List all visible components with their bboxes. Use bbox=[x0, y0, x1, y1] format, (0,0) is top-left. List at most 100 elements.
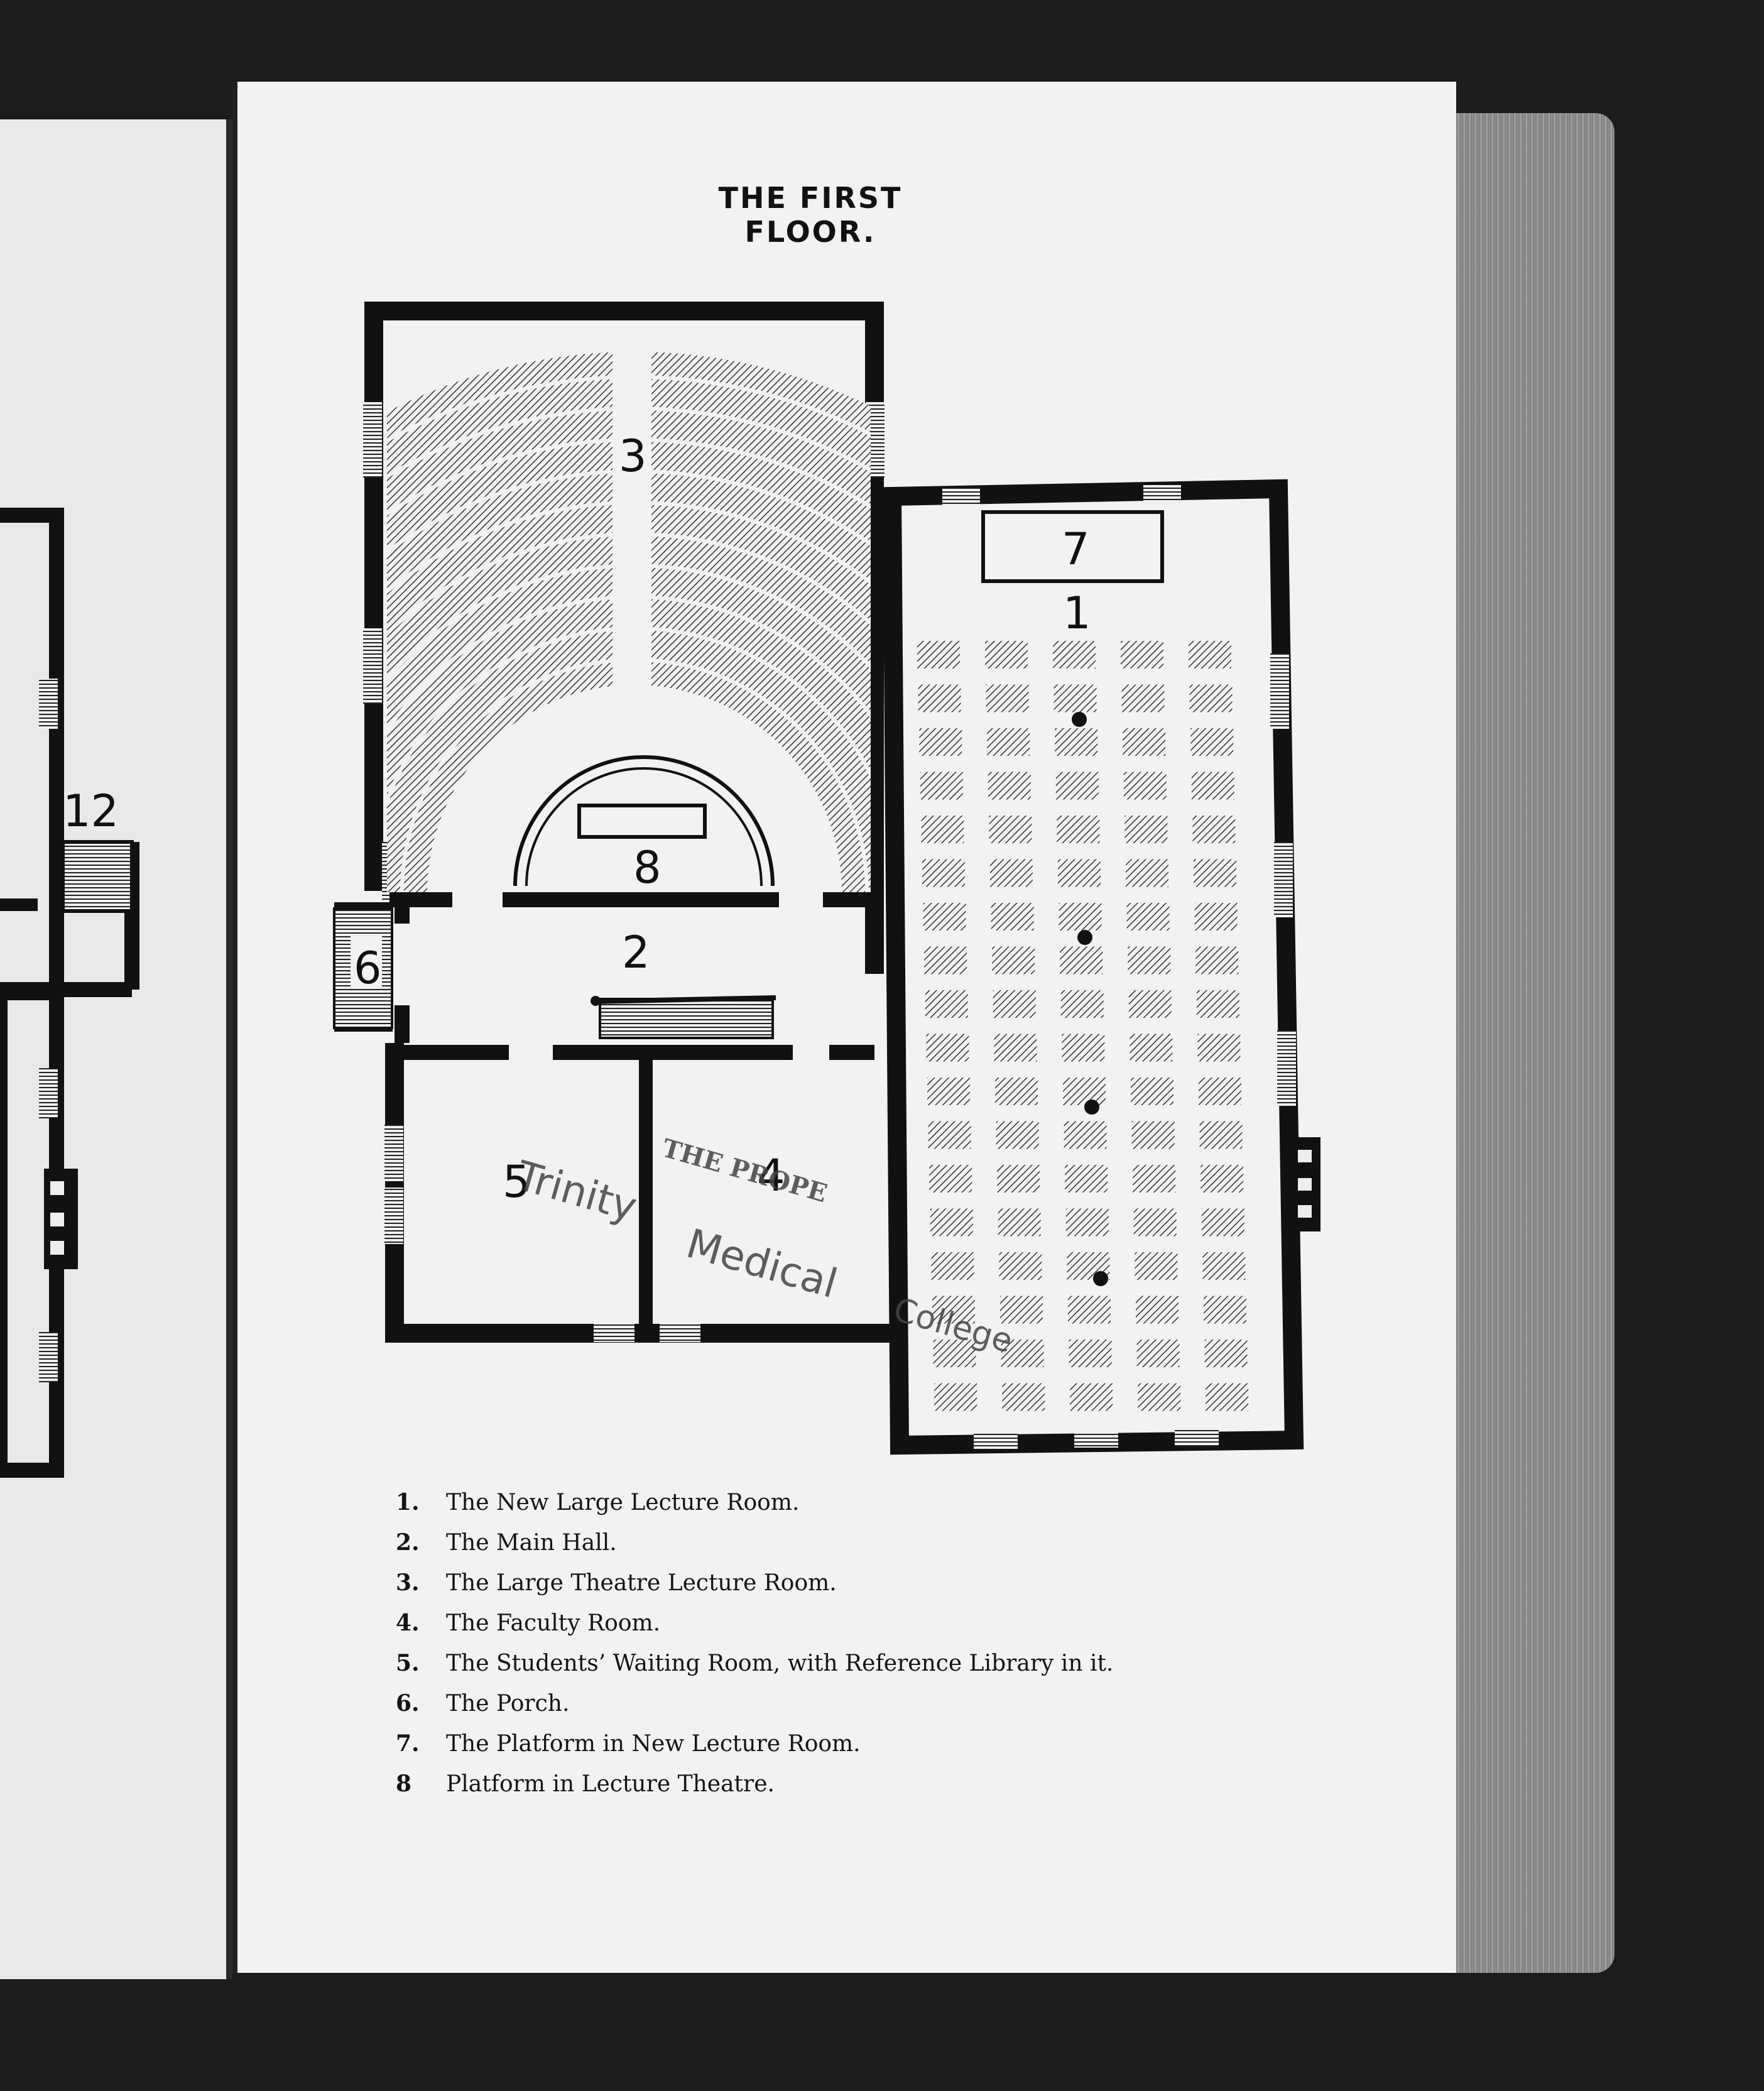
bench bbox=[1194, 903, 1238, 931]
bench bbox=[1069, 1340, 1112, 1367]
bench bbox=[1001, 1340, 1044, 1367]
bench bbox=[1060, 946, 1103, 975]
bench bbox=[920, 772, 963, 800]
bench bbox=[1138, 1383, 1181, 1411]
bench bbox=[1136, 1340, 1180, 1367]
bench bbox=[1126, 859, 1168, 887]
main-hall: 2 bbox=[389, 892, 874, 1060]
bench bbox=[1060, 990, 1104, 1018]
page-title: THE FIRST FLOOR. bbox=[718, 181, 903, 249]
legend-item: 1.The New Large Lecture Room. bbox=[396, 1489, 1401, 1529]
room-label-8: 8 bbox=[633, 842, 662, 893]
bench bbox=[1196, 990, 1239, 1018]
bench bbox=[985, 641, 1028, 669]
bench bbox=[1002, 1383, 1045, 1411]
legend-text: The Students’ Waiting Room, with Referen… bbox=[446, 1651, 1114, 1676]
legend-item: 3. The Large Theatre Lecture Room. bbox=[396, 1570, 1401, 1610]
bench bbox=[918, 684, 961, 712]
bench bbox=[995, 1078, 1038, 1105]
bench bbox=[990, 859, 1033, 887]
legend-text: The Large Theatre Lecture Room. bbox=[446, 1570, 837, 1596]
bench bbox=[1189, 684, 1233, 712]
bench bbox=[1055, 728, 1098, 756]
bench bbox=[928, 1121, 971, 1149]
room-label-1: 1 bbox=[1063, 587, 1091, 639]
bench bbox=[1201, 1208, 1244, 1237]
bench bbox=[933, 1340, 976, 1367]
bench bbox=[1121, 641, 1163, 669]
room-label-2: 2 bbox=[622, 927, 650, 978]
room-label-12: 12 bbox=[63, 785, 119, 837]
bench bbox=[1053, 641, 1096, 669]
bench bbox=[1123, 772, 1167, 800]
new-lecture-room: 7 1 bbox=[882, 479, 1320, 1455]
porch: 6 bbox=[333, 902, 393, 1032]
bench bbox=[1133, 1208, 1177, 1237]
bench bbox=[1206, 1383, 1249, 1411]
bench bbox=[1128, 946, 1171, 975]
bench bbox=[1000, 1296, 1043, 1324]
bench bbox=[917, 641, 960, 669]
bench bbox=[993, 990, 1036, 1018]
bench bbox=[1199, 1121, 1243, 1149]
bench bbox=[1063, 1078, 1106, 1105]
legend-number: 4. bbox=[396, 1610, 420, 1636]
bench bbox=[1124, 816, 1168, 843]
bench bbox=[932, 1296, 975, 1324]
rooms-4-5: 5 4 bbox=[384, 1043, 892, 1343]
bench bbox=[1202, 1252, 1246, 1280]
bench bbox=[924, 946, 967, 975]
bench bbox=[1190, 728, 1234, 756]
bench bbox=[988, 772, 1031, 800]
bench bbox=[1126, 903, 1170, 931]
legend-number: 3. bbox=[396, 1570, 420, 1596]
bench bbox=[1194, 859, 1236, 887]
bench bbox=[1064, 1121, 1107, 1149]
lecture-benches bbox=[917, 641, 1249, 1411]
legend-text: Platform in Lecture Theatre. bbox=[446, 1771, 775, 1797]
bench bbox=[996, 1121, 1039, 1149]
bench bbox=[1131, 1078, 1173, 1105]
bench bbox=[1135, 1252, 1178, 1280]
theatre-seating bbox=[387, 327, 871, 892]
legend-item: 2.The Main Hall. bbox=[396, 1529, 1401, 1570]
legend-text: The Faculty Room. bbox=[446, 1610, 661, 1636]
bench bbox=[1199, 1078, 1241, 1105]
bench bbox=[1189, 641, 1231, 669]
bench bbox=[1128, 990, 1172, 1018]
bench bbox=[1204, 1296, 1246, 1324]
bench bbox=[927, 1078, 970, 1105]
bench bbox=[921, 816, 964, 843]
left-page-plan: 12 bbox=[0, 508, 139, 1478]
legend-item: 5. The Students’ Waiting Room, with Refer… bbox=[396, 1650, 1401, 1690]
legend-number: 8 bbox=[396, 1771, 412, 1797]
bench bbox=[989, 816, 1032, 843]
legend-item: 4. The Faculty Room. bbox=[396, 1610, 1401, 1650]
bench bbox=[919, 728, 962, 756]
bench bbox=[991, 903, 1034, 931]
bench bbox=[934, 1383, 977, 1411]
bench bbox=[930, 1208, 973, 1237]
bench bbox=[998, 1208, 1041, 1237]
bench bbox=[1058, 859, 1101, 887]
left-page bbox=[0, 119, 232, 1979]
bench bbox=[1200, 1165, 1244, 1193]
bench bbox=[1057, 816, 1100, 843]
bench bbox=[1130, 1034, 1173, 1062]
bench bbox=[986, 684, 1029, 712]
bench bbox=[1204, 1340, 1248, 1367]
bench bbox=[931, 1252, 974, 1280]
bench bbox=[1136, 1296, 1179, 1324]
bench bbox=[923, 903, 966, 931]
legend-number: 5. bbox=[396, 1650, 420, 1676]
legend-number: 1. bbox=[396, 1489, 420, 1515]
bench bbox=[992, 946, 1035, 975]
bench bbox=[1055, 772, 1099, 800]
theatre-room: 3 8 bbox=[363, 302, 885, 974]
legend-item: 8 Platform in Lecture Theatre. bbox=[396, 1771, 1401, 1811]
bench bbox=[1197, 1034, 1241, 1062]
bench bbox=[1191, 772, 1234, 800]
bench bbox=[1059, 903, 1102, 931]
room-legend: 1.The New Large Lecture Room. 2.The Main… bbox=[396, 1489, 1401, 1811]
